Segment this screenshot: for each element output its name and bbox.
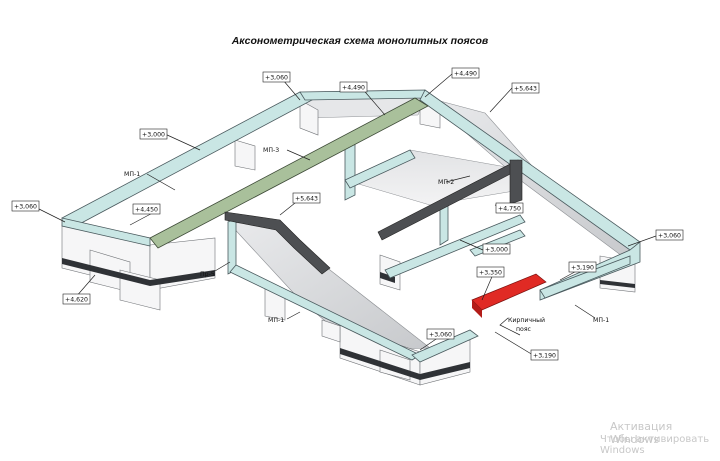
level-labels: +3,060 +4,490 +4,490 +5,643 +3,000 +3,06… [11, 67, 684, 361]
tag-mp1-left: МП-1 [124, 171, 140, 178]
svg-text:+3,190: +3,190 [571, 265, 594, 272]
element-tags: МП-1 МП-3 МП-2 Пр-5 МП-1 МП-1 Кирпичный … [124, 147, 609, 333]
red-brick-belt [471, 273, 547, 311]
tag-mp1-bottom: МП-1 [268, 317, 284, 324]
belt-mid-cross [344, 149, 416, 189]
level-label: +4,450 [132, 203, 161, 215]
svg-text:+3,190: +3,190 [533, 353, 556, 360]
level-label: +3,000 [139, 128, 168, 140]
tag-brick-line1: Кирпичный [508, 316, 545, 324]
level-label: +3,060 [262, 71, 291, 83]
svg-text:+3,350: +3,350 [479, 270, 502, 277]
belt-lower-diag [229, 264, 421, 361]
tag-pr5: Пр-5 [200, 271, 215, 278]
green-beam-mp3 [149, 97, 429, 249]
level-label: +4,490 [451, 67, 480, 79]
level-label: +3,060 [426, 328, 455, 340]
tag-mp3: МП-3 [263, 147, 279, 154]
level-label: +4,490 [339, 81, 368, 93]
watermark-line1: Активация Windows [610, 420, 673, 446]
tag-mp1-right: МП-1 [593, 317, 609, 324]
svg-text:+5,643: +5,643 [514, 86, 537, 93]
level-label: +3,060 [11, 200, 40, 212]
level-label: +5,643 [292, 192, 321, 204]
svg-text:+4,490: +4,490 [454, 71, 477, 78]
belt-right-inner [384, 214, 526, 279]
dark-beam-mp2-end [509, 159, 523, 205]
belt-left-front [61, 217, 151, 247]
svg-text:+3,060: +3,060 [265, 75, 288, 82]
belt-left-long [61, 91, 313, 229]
tag-mp2: МП-2 [438, 179, 454, 186]
svg-text:+3,060: +3,060 [429, 332, 452, 339]
dark-wall-bands [62, 258, 635, 380]
watermark-line2: Чтобы активировать Windows [600, 434, 710, 456]
svg-text:+3,060: +3,060 [658, 233, 681, 240]
level-label: +3,190 [568, 261, 597, 273]
diagram-title: Аксонометрическая схема монолитных поясо… [231, 35, 489, 47]
level-label: +4,620 [62, 293, 91, 305]
svg-text:+4,620: +4,620 [65, 297, 88, 304]
level-label: +3,060 [655, 229, 684, 241]
svg-text:+3,000: +3,000 [142, 132, 165, 139]
level-label: +3,000 [482, 243, 511, 255]
svg-text:+5,643: +5,643 [295, 196, 318, 203]
belt-lower-left [227, 217, 237, 275]
level-label: +3,350 [476, 266, 505, 278]
level-label: +3,190 [530, 349, 559, 361]
dark-beam-pr5 [224, 211, 331, 275]
tag-brick-line2: пояс [516, 326, 532, 333]
teal-belts [61, 89, 641, 363]
svg-text:+4,450: +4,450 [135, 207, 158, 214]
level-label: +5,643 [511, 82, 540, 94]
svg-text:+3,000: +3,000 [485, 247, 508, 254]
svg-text:+4,750: +4,750 [498, 206, 521, 213]
svg-text:+4,490: +4,490 [342, 85, 365, 92]
svg-text:+3,060: +3,060 [14, 204, 37, 211]
belt-right-bottom [539, 255, 631, 299]
level-label: +4,750 [495, 202, 524, 214]
